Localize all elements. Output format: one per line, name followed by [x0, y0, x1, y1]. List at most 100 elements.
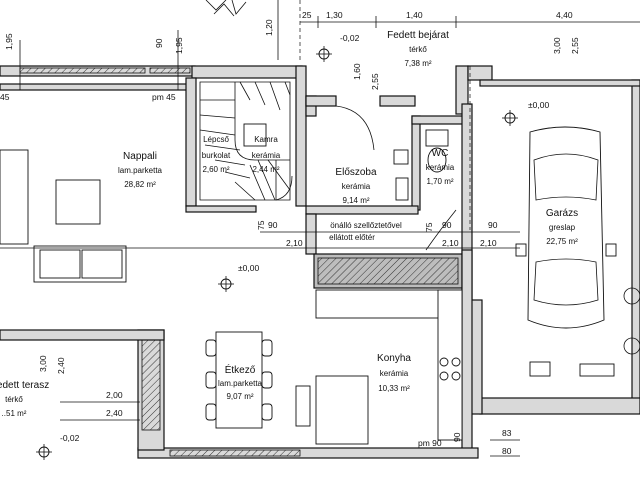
hob-2 — [451, 357, 461, 367]
level-markers — [36, 46, 518, 460]
room-area-eloszoba: 9,14 m² — [342, 196, 369, 205]
sofa-cushion-b — [81, 249, 123, 279]
ventilation-note-1: önálló szellőztetővel — [330, 221, 402, 230]
wc-cistern — [425, 129, 449, 147]
window-dining — [141, 339, 161, 431]
level-main: ±0,00 — [238, 263, 259, 273]
dim-83: 83 — [502, 428, 512, 438]
note-pm45-left: 45 — [0, 92, 10, 102]
level-marker-garage — [502, 110, 518, 126]
wall-hall-bottom — [305, 205, 419, 215]
car-body — [527, 126, 605, 329]
wall-wc-left — [411, 115, 421, 211]
note-pm90: pm 90 — [418, 438, 442, 448]
wall-stair-left — [185, 77, 197, 207]
car-windshield — [533, 153, 599, 201]
dim-300-top: 3,00 — [552, 37, 562, 54]
door-swing-hall — [425, 209, 457, 251]
car-mirror-right — [605, 243, 617, 257]
dim-90-c: 90 — [442, 220, 452, 230]
wall-entry-top-b — [379, 95, 416, 107]
dim-90-top: 90 — [154, 38, 164, 48]
window-top-mid — [149, 67, 191, 74]
room-area-etkezo: 9,07 m² — [226, 392, 253, 401]
dim-300-terrace: 3,00 — [38, 355, 48, 372]
hob-1 — [439, 357, 449, 367]
hob-4 — [451, 371, 461, 381]
car-mirror-left — [515, 243, 527, 257]
dim-75-a: 75 — [256, 220, 266, 230]
chair-l2 — [205, 371, 217, 389]
dim-255-top: 2,55 — [570, 37, 580, 54]
dim-240-terrace: 2,40 — [56, 357, 66, 374]
room-material-lepcso: burkolat — [202, 151, 231, 160]
sofa-cushion-a — [39, 249, 81, 279]
dim-25: 25 — [302, 10, 312, 20]
hall-sink — [393, 149, 409, 165]
car-rear-window — [533, 258, 599, 306]
room-area-lepcso: 2,60 m² — [202, 165, 229, 174]
room-labels: Nappali lam.parketta 28,82 m² Lépcső bur… — [0, 30, 578, 418]
wall-garage-right — [631, 79, 640, 401]
dim-130: 1,30 — [326, 10, 343, 20]
dim-195-left: 1,95 — [4, 33, 14, 50]
dimension-lines — [0, 0, 640, 457]
kitchen-cabinet-hatch — [317, 257, 459, 285]
wall-stair-right — [295, 65, 307, 207]
plan-notes: önálló szellőztetővel ellátott előtér 45… — [0, 33, 549, 448]
wall-top-left-inner — [0, 83, 196, 91]
room-material-konyha: kerámia — [380, 369, 409, 378]
door-swing-entry — [335, 105, 375, 151]
wall-garage-bottom — [479, 397, 640, 415]
dim-210-c: 2,10 — [480, 238, 497, 248]
dim-240: 2,40 — [106, 408, 123, 418]
dim-440: 4,40 — [556, 10, 573, 20]
walls — [0, 65, 640, 459]
room-material-wc: kerámia — [426, 163, 455, 172]
sofa-left — [0, 149, 29, 245]
room-area-konyha: 10,33 m² — [378, 384, 410, 393]
level-entry: -0,02 — [340, 33, 360, 43]
door-swing-pantry — [275, 160, 293, 201]
dim-160: 1,60 — [352, 63, 362, 80]
window-bottom — [169, 449, 301, 457]
room-material-eloszoba: kerámia — [342, 182, 371, 191]
stair-newel — [243, 123, 267, 147]
stair-treads — [199, 99, 291, 201]
dim-195-mid: 1,95 — [174, 37, 184, 54]
dim-75-b: 75 — [424, 222, 434, 232]
room-material-etkezo: lam.parketta — [218, 379, 263, 388]
level-marker-terrace — [36, 444, 52, 460]
room-material-terasz: térkő — [5, 395, 23, 404]
room-material-bejarat: térkő — [409, 45, 427, 54]
chair-r1 — [261, 339, 273, 357]
dim-140: 1,40 — [406, 10, 423, 20]
wall-stair-bottom — [185, 205, 257, 213]
dim-210-b: 2,10 — [442, 238, 459, 248]
level-terrace: -0,02 — [60, 433, 80, 443]
dim-210-a: 2,10 — [286, 238, 303, 248]
dim-90-e: 90 — [452, 432, 462, 442]
bar-stools — [295, 385, 311, 427]
furniture — [0, 0, 640, 445]
wall-stair-top — [191, 65, 303, 79]
room-material-garazs: greslap — [549, 223, 576, 232]
window-top-left — [19, 67, 146, 74]
room-name-wc: WC — [432, 148, 449, 159]
dim-90-d: 90 — [488, 220, 498, 230]
coffee-table — [55, 179, 101, 225]
room-name-garazs: Garázs — [546, 208, 578, 219]
room-name-kamra: Kamra — [254, 135, 278, 144]
room-material-nappali: lam.parketta — [118, 166, 163, 175]
wall-terrace-top — [0, 329, 165, 341]
wall-garage-top — [479, 79, 640, 87]
level-marker-entry — [316, 46, 332, 62]
level-garage: ±0,00 — [528, 100, 549, 110]
room-name-bejarat: Fedett bejárat — [387, 30, 449, 41]
dining-table — [215, 331, 263, 429]
chair-r3 — [261, 403, 273, 421]
stair-outline — [199, 81, 291, 201]
wall-wc-top — [411, 115, 469, 125]
staircase — [199, 81, 291, 201]
